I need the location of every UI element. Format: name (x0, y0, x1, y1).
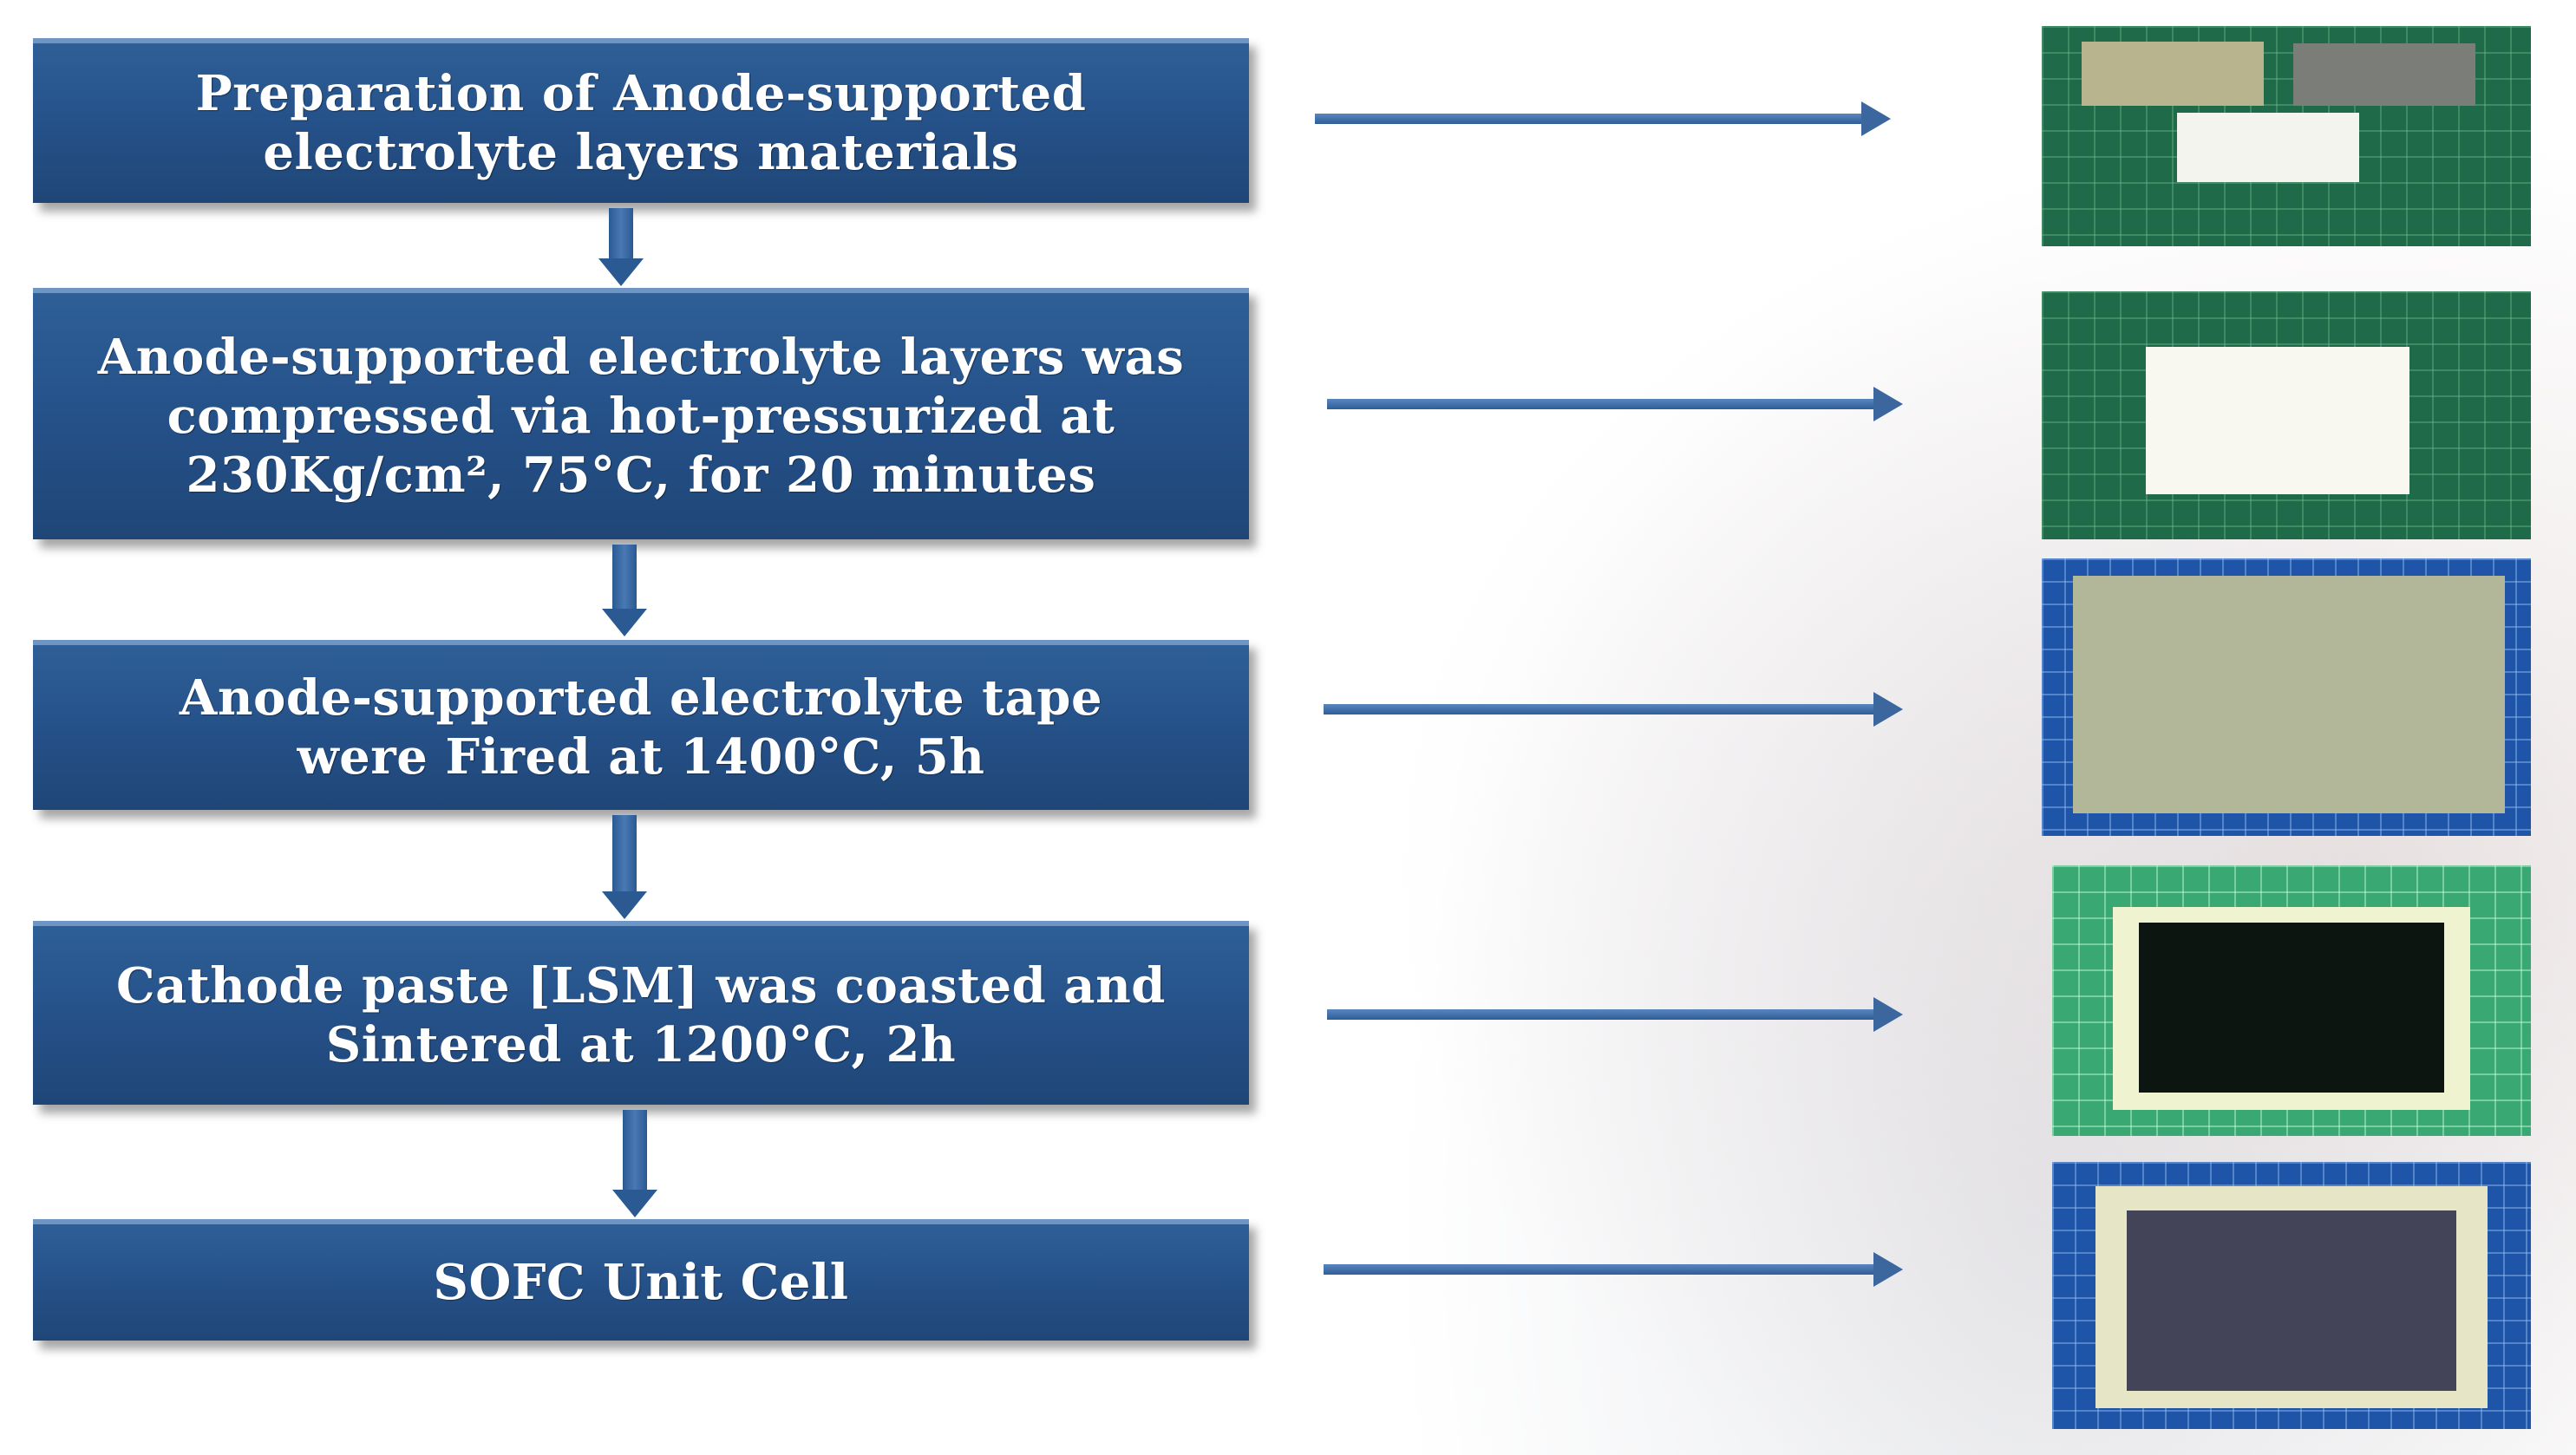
right-arrow-2 (1327, 387, 1903, 421)
right-arrow-5 (1324, 1252, 1903, 1287)
step-box-4: Cathode paste [LSM] was coasted and Sint… (33, 921, 1249, 1105)
beige-sheet (2082, 42, 2264, 106)
sofc-unit-cell-photo (2052, 1162, 2531, 1429)
down-arrow-2 (602, 545, 647, 636)
step-label-5: SOFC Unit Cell (433, 1254, 849, 1311)
step-box-3: Anode-supported electrolyte tape were Fi… (33, 640, 1249, 810)
step-label-4: Cathode paste [LSM] was coasted and Sint… (116, 957, 1166, 1073)
step-label-1: Preparation of Anode-supported electroly… (195, 65, 1087, 181)
white-sheet (2177, 113, 2359, 182)
right-arrow-4 (1327, 997, 1903, 1032)
cathode-coated-cell-photo (2052, 865, 2531, 1136)
step-box-5: SOFC Unit Cell (33, 1219, 1249, 1341)
fired-tape-photo (2042, 558, 2531, 836)
down-arrow-4 (612, 1110, 657, 1217)
step-box-1: Preparation of Anode-supported electroly… (33, 38, 1249, 203)
fired-tape-sheet (2073, 576, 2505, 813)
pressed-sheet (2146, 347, 2409, 494)
right-arrow-1 (1315, 101, 1891, 136)
step-label-2: Anode-supported electrolyte layers was c… (97, 329, 1185, 504)
right-arrow-3 (1324, 692, 1903, 727)
down-arrow-3 (602, 815, 647, 919)
pressed-white-sheet-photo (2042, 291, 2531, 539)
down-arrow-1 (598, 208, 644, 286)
step-box-2: Anode-supported electrolyte layers was c… (33, 288, 1249, 539)
black-cathode-layer (2139, 923, 2444, 1093)
dark-cathode-layer (2127, 1210, 2456, 1391)
gray-sheet (2293, 43, 2475, 106)
three-tape-sheets-photo (2042, 26, 2531, 246)
step-label-3: Anode-supported electrolyte tape were Fi… (179, 669, 1103, 786)
